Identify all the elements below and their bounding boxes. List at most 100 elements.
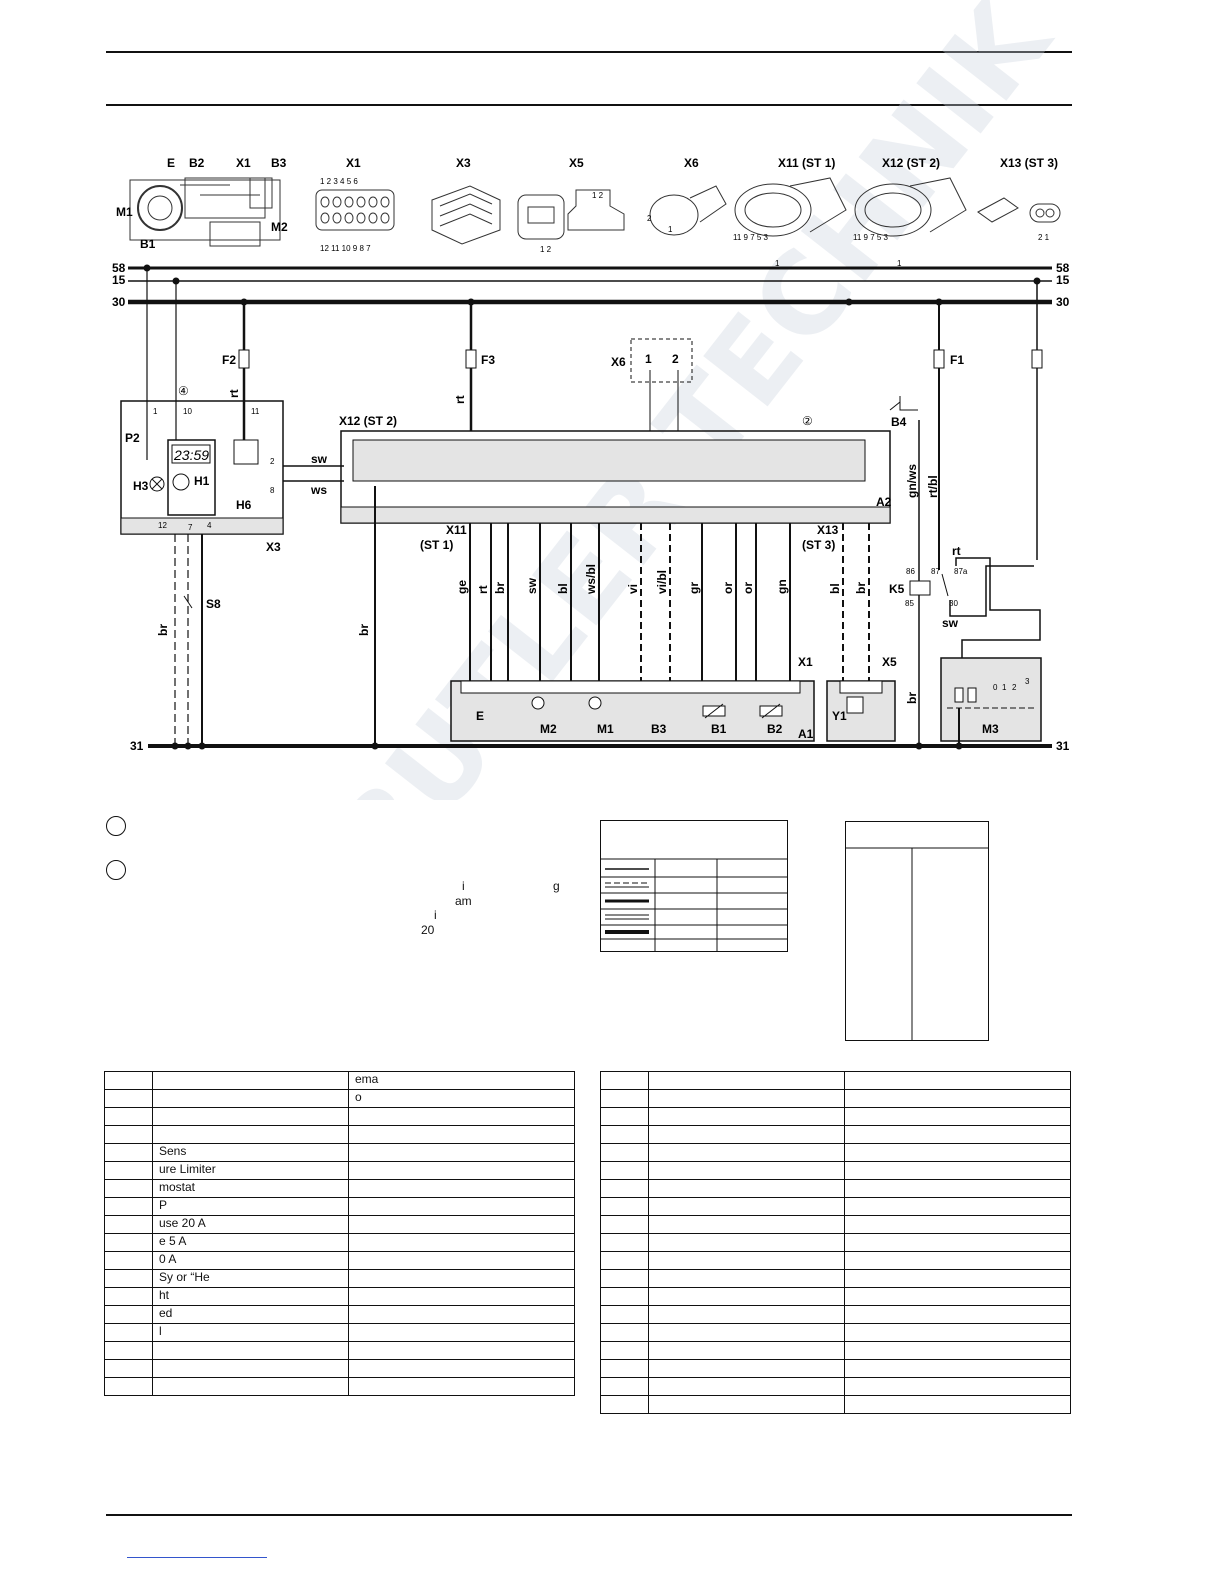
label-a1: A1 bbox=[798, 727, 814, 741]
footer-link-underline[interactable] bbox=[127, 1557, 267, 1558]
parts-cell bbox=[104, 1323, 153, 1342]
parts-cell bbox=[600, 1395, 649, 1414]
parts-cell bbox=[844, 1377, 1071, 1396]
x1-pin-hole bbox=[320, 196, 330, 208]
parts-cell bbox=[104, 1305, 153, 1324]
parts-cell bbox=[600, 1377, 649, 1396]
x13-wire-label: br bbox=[854, 582, 868, 594]
label-b1: B1 bbox=[140, 237, 156, 251]
watermark: HEIZBUTLER TECHNIK bbox=[129, 0, 1077, 800]
parts-cell bbox=[152, 1377, 349, 1396]
note-text-1: i bbox=[462, 879, 465, 893]
parts-cell bbox=[600, 1179, 649, 1198]
parts-row bbox=[600, 1179, 1071, 1198]
parts-row bbox=[600, 1197, 1071, 1216]
parts-cell bbox=[844, 1359, 1071, 1378]
parts-row bbox=[600, 1341, 1071, 1360]
parts-cell bbox=[648, 1323, 845, 1342]
parts-cell bbox=[600, 1287, 649, 1306]
svg-text:12: 12 bbox=[158, 521, 167, 530]
label-x13: X13 bbox=[817, 523, 839, 537]
parts-cell bbox=[348, 1269, 575, 1288]
parts-cell bbox=[104, 1269, 153, 1288]
parts-table-right bbox=[600, 1071, 1071, 1414]
svg-text:X3: X3 bbox=[456, 156, 471, 170]
parts-row: ed bbox=[104, 1305, 575, 1324]
parts-cell bbox=[600, 1323, 649, 1342]
connector-x6-drawing: X6 2 1 bbox=[647, 156, 727, 236]
parts-row bbox=[600, 1377, 1071, 1396]
parts-cell bbox=[844, 1323, 1071, 1342]
parts-cell bbox=[104, 1125, 153, 1144]
svg-text:ws: ws bbox=[310, 483, 327, 497]
power-rails bbox=[128, 266, 1052, 748]
parts-row bbox=[600, 1161, 1071, 1180]
harness-wire-label: ge bbox=[455, 580, 469, 594]
parts-cell: mostat bbox=[152, 1179, 349, 1198]
parts-cell bbox=[648, 1269, 845, 1288]
parts-cell bbox=[600, 1089, 649, 1108]
svg-text:(ST 3): (ST 3) bbox=[802, 538, 835, 552]
parts-cell bbox=[104, 1233, 153, 1252]
parts-cell: Sy or “He bbox=[152, 1269, 349, 1288]
parts-row: l bbox=[104, 1323, 575, 1342]
parts-row bbox=[600, 1359, 1071, 1378]
svg-text:X11 (ST 1): X11 (ST 1) bbox=[778, 156, 835, 170]
control-unit-a2: X12 (ST 2) A2 X11 (ST 1) X13 (ST 3) ② bbox=[339, 414, 892, 552]
connector-x12-drawing: X12 (ST 2) 11 9 7 5 3 1 bbox=[853, 156, 967, 268]
svg-text:2 1: 2 1 bbox=[1038, 233, 1050, 242]
harness-wire-label: ws/bl bbox=[584, 564, 598, 595]
parts-row: mostat bbox=[104, 1179, 575, 1198]
parts-cell bbox=[600, 1215, 649, 1234]
harness-wire-label: bl bbox=[556, 583, 570, 594]
parts-cell bbox=[152, 1125, 349, 1144]
svg-text:rt: rt bbox=[952, 544, 961, 558]
svg-text:11 9 7 5 3: 11 9 7 5 3 bbox=[733, 233, 769, 242]
parts-cell bbox=[348, 1251, 575, 1270]
parts-cell bbox=[104, 1161, 153, 1180]
header-rule bbox=[106, 104, 1072, 106]
parts-cell bbox=[104, 1359, 153, 1378]
label-b2: B2 bbox=[189, 156, 205, 170]
clock-display: 23:59 bbox=[173, 447, 209, 463]
heater-a1: X1 A1 E M2 M1 B3 B1 B2 bbox=[450, 655, 815, 742]
parts-cell bbox=[600, 1197, 649, 1216]
parts-cell: ema bbox=[348, 1071, 575, 1090]
parts-cell bbox=[348, 1305, 575, 1324]
svg-text:sw: sw bbox=[311, 452, 328, 466]
svg-text:②: ② bbox=[802, 414, 813, 428]
svg-text:X1: X1 bbox=[346, 156, 361, 170]
parts-cell bbox=[648, 1161, 845, 1180]
parts-cell bbox=[600, 1107, 649, 1126]
parts-cell bbox=[348, 1197, 575, 1216]
label-h6: H6 bbox=[236, 498, 252, 512]
parts-cell: l bbox=[152, 1323, 349, 1342]
parts-cell bbox=[152, 1341, 349, 1360]
line-legend bbox=[600, 820, 788, 952]
rail-15-left: 15 bbox=[112, 273, 126, 287]
svg-text:11: 11 bbox=[251, 407, 260, 416]
parts-cell bbox=[600, 1161, 649, 1180]
parts-cell bbox=[648, 1089, 845, 1108]
parts-cell: ht bbox=[152, 1287, 349, 1306]
parts-row bbox=[600, 1305, 1071, 1324]
x1-pin-hole bbox=[356, 196, 366, 208]
rail-15-right: 15 bbox=[1056, 273, 1070, 287]
svg-text:87: 87 bbox=[931, 567, 940, 576]
parts-cell bbox=[844, 1125, 1071, 1144]
parts-row: P bbox=[104, 1197, 575, 1216]
parts-row: Sy or “He bbox=[104, 1269, 575, 1288]
parts-cell bbox=[348, 1107, 575, 1126]
svg-text:10: 10 bbox=[183, 407, 192, 416]
parts-cell bbox=[104, 1143, 153, 1162]
svg-text:rt: rt bbox=[227, 389, 241, 398]
note-marker-2 bbox=[106, 860, 126, 880]
parts-cell bbox=[348, 1125, 575, 1144]
harness-wire-label: rt bbox=[476, 585, 490, 594]
color-legend bbox=[845, 821, 989, 1041]
harness-wire-label: vi bbox=[626, 584, 640, 594]
footer-rule bbox=[106, 1514, 1072, 1516]
label-m3: M3 bbox=[982, 722, 999, 736]
parts-cell bbox=[600, 1071, 649, 1090]
parts-row: e 5 A bbox=[104, 1233, 575, 1252]
